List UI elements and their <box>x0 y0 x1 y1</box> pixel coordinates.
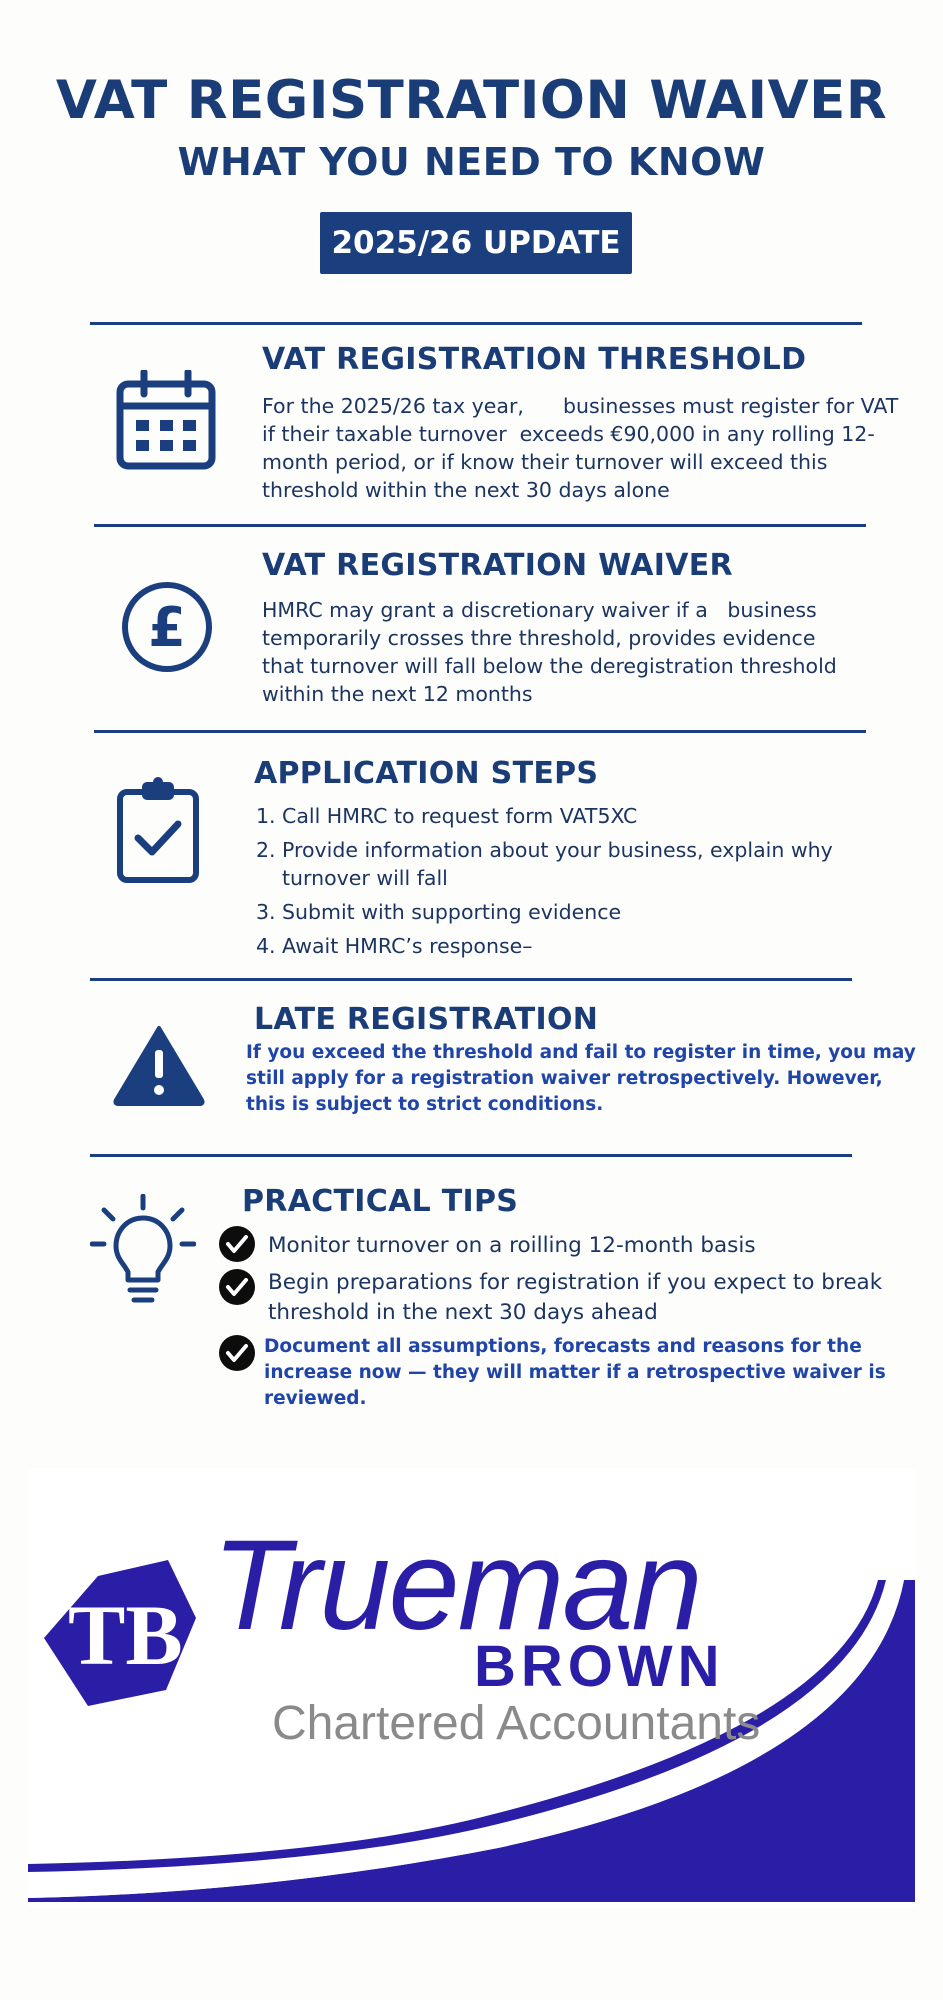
logo-name: Trueman <box>212 1514 703 1657</box>
late-title: LATE REGISTRATION <box>254 1002 599 1037</box>
text-line: threshold within the next 30 days alone <box>262 478 670 502</box>
tip-item: Monitor turnover on a roilling 12-month … <box>218 1225 756 1263</box>
tip-text: Document all assumptions, forecasts and … <box>264 1334 886 1412</box>
list-item: 1. Call HMRC to request form VAT5XC <box>256 802 876 830</box>
text-line: still apply for a registration waiver re… <box>246 1068 883 1089</box>
divider <box>94 730 866 733</box>
threshold-title: VAT REGISTRATION THRESHOLD <box>262 342 807 377</box>
list-item: 4. Await HMRC’s response– <box>256 932 876 960</box>
logo-tagline: Chartered Accountants <box>272 1697 761 1750</box>
text-line: Provide information about your business,… <box>282 838 833 862</box>
step-number: 4. <box>256 934 276 958</box>
tip-text: Monitor turnover on a roilling 12-month … <box>268 1231 756 1261</box>
divider <box>90 978 852 981</box>
pound-icon: £ <box>120 580 214 678</box>
steps-list: 1. Call HMRC to request form VAT5XC 2. P… <box>256 802 876 966</box>
divider <box>94 524 866 527</box>
text-line: temporarily crosses thre threshold, prov… <box>262 626 816 650</box>
tip-text: Begin preparations for registration if y… <box>268 1268 882 1328</box>
page-title: VAT REGISTRATION WAIVER <box>55 70 888 131</box>
lightbulb-icon <box>89 1193 197 1314</box>
list-item: 3. Submit with supporting evidence <box>256 898 876 926</box>
check-icon <box>219 1335 255 1371</box>
late-text: If you exceed the threshold and fail to … <box>246 1040 916 1118</box>
step-text: Call HMRC to request form VAT5XC <box>282 804 638 828</box>
text-line: that turnover will fall below the deregi… <box>262 654 837 678</box>
text-line: Monitor turnover on a roilling 12-month … <box>268 1233 756 1258</box>
calendar-icon <box>116 368 216 476</box>
steps-title: APPLICATION STEPS <box>254 756 599 791</box>
text-line: within the next 12 months <box>262 682 533 706</box>
text-line: HMRC may grant a discretionary waiver if… <box>262 598 817 622</box>
list-item: 2. Provide information about your busine… <box>256 836 876 892</box>
step-text: Provide information about your business,… <box>282 836 833 892</box>
divider <box>90 1154 852 1157</box>
step-text: Submit with supporting evidence <box>282 900 622 924</box>
update-badge: 2025/26 UPDATE <box>320 212 632 274</box>
text-line: if their taxable turnover exceeds €90,00… <box>262 422 875 446</box>
text-line: threshold in the next 30 days ahead <box>268 1300 658 1325</box>
threshold-text: For the 2025/26 tax year, businesses mus… <box>262 392 899 504</box>
step-number: 2. <box>256 838 276 862</box>
text-line: reviewed. <box>264 1388 367 1409</box>
page-subtitle: WHAT YOU NEED TO KNOW <box>177 140 766 184</box>
tip-item: Document all assumptions, forecasts and … <box>218 1334 886 1412</box>
text-line: turnover will fall <box>282 866 448 890</box>
warning-icon <box>112 1024 206 1110</box>
tip-item: Begin preparations for registration if y… <box>218 1268 882 1328</box>
step-number: 1. <box>256 804 276 828</box>
text-line: For the 2025/26 tax year, businesses mus… <box>262 394 899 418</box>
tips-title: PRACTICAL TIPS <box>242 1184 519 1219</box>
text-line: Document all assumptions, forecasts and … <box>264 1336 862 1357</box>
company-logo: TB <box>28 1468 915 1908</box>
step-number: 3. <box>256 900 276 924</box>
text-line: month period, or if know their turnover … <box>262 450 828 474</box>
text-line: this is subject to strict conditions. <box>246 1094 604 1115</box>
divider <box>90 322 862 325</box>
text-line: Begin preparations for registration if y… <box>268 1270 883 1295</box>
text-line: increase now — they will matter if a ret… <box>264 1362 886 1383</box>
waiver-text: HMRC may grant a discretionary waiver if… <box>262 596 882 708</box>
step-text: Await HMRC’s response– <box>282 934 533 958</box>
text-line: If you exceed the threshold and fail to … <box>246 1042 916 1063</box>
waiver-title: VAT REGISTRATION WAIVER <box>262 548 733 583</box>
check-icon <box>219 1226 255 1262</box>
clipboard-check-icon <box>116 776 200 888</box>
check-icon <box>219 1269 255 1305</box>
monogram-text: TB <box>68 1587 183 1683</box>
logo-surname: BROWN <box>474 1634 725 1699</box>
svg-text:£: £ <box>148 596 186 659</box>
